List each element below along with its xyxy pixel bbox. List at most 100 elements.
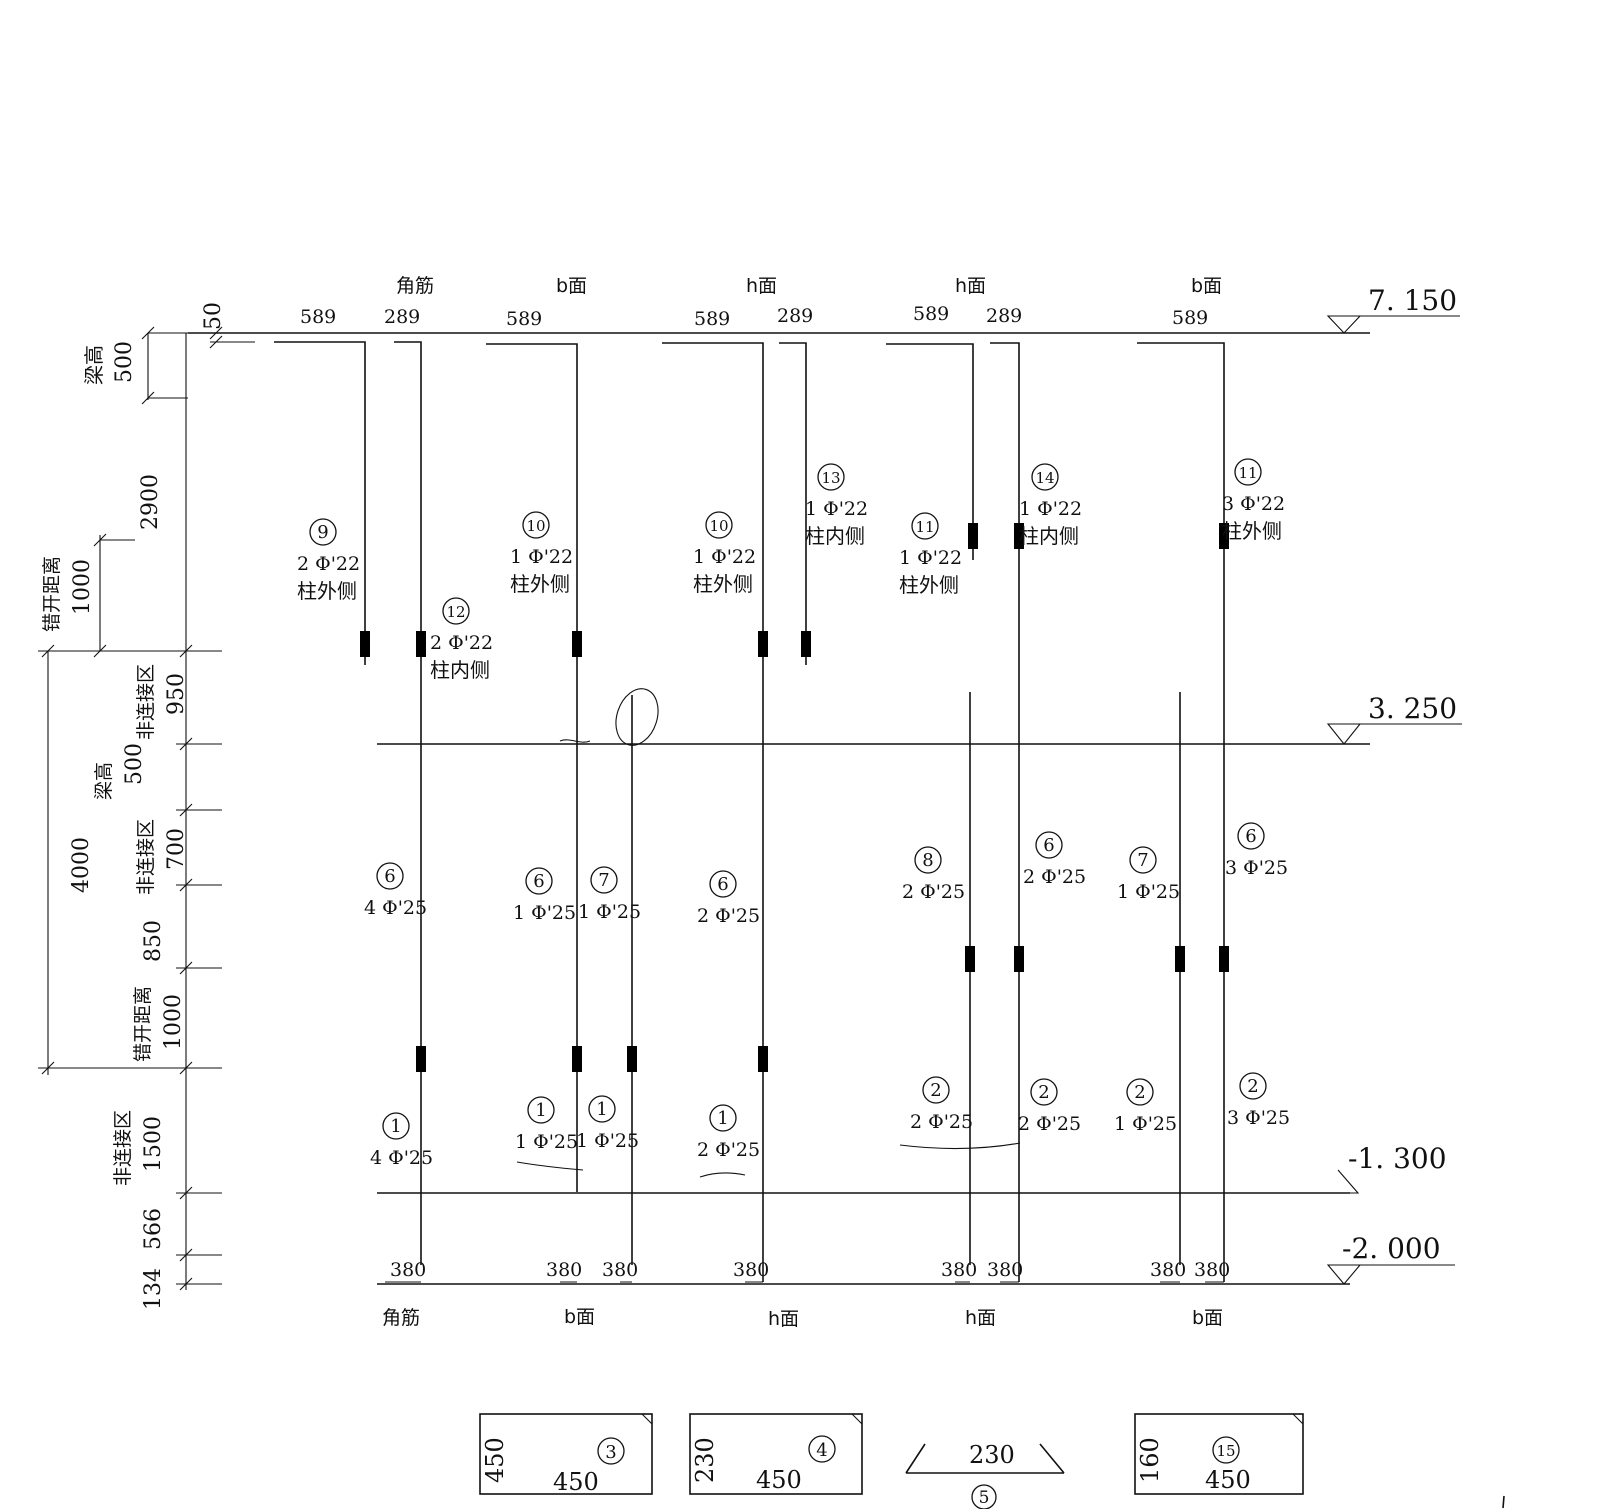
stirrup-5-width: 230 <box>969 1441 1015 1469</box>
elevation-marker-bottom: -2. 000 <box>1326 1232 1455 1285</box>
dim-1000-top: 1000 <box>70 559 95 615</box>
top-face-labels: 角筋 b面 h面 h面 b面 <box>396 275 1222 297</box>
bar-mark-quantity: 1 Φ'25 <box>515 1131 578 1153</box>
bar-mark-number: 1 <box>596 1099 607 1120</box>
coupler <box>801 631 811 657</box>
bar-mark-quantity: 2 Φ'22 <box>297 553 360 575</box>
bar-mark-quantity: 1 Φ'22 <box>510 546 573 568</box>
coupler <box>627 1046 637 1072</box>
bar-mark-circle <box>1031 463 1059 491</box>
bar-mark-m6e: 63 Φ'25 <box>1225 822 1288 879</box>
bar-mark-number: 9 <box>317 522 328 543</box>
bar-mark-circle <box>588 1095 616 1123</box>
bar-mark-m1d: 12 Φ'25 <box>697 1104 760 1161</box>
bar-mark-number: 7 <box>598 870 609 891</box>
bar-mark-circle <box>376 862 404 890</box>
elevation-mid-text: 3. 250 <box>1368 692 1457 725</box>
bar-mark-quantity: 1 Φ'22 <box>805 498 868 520</box>
coupler <box>758 631 768 657</box>
bar-mark-circle <box>1035 831 1063 859</box>
bar-mark-circle <box>382 1112 410 1140</box>
dimension-ticks <box>38 326 255 1291</box>
bar-mark-number: 2 <box>1038 1082 1049 1103</box>
stirrup-15-mark-circle <box>1212 1436 1240 1464</box>
lower-bars <box>385 692 1224 1283</box>
elevation-top-text: 7. 150 <box>1368 284 1457 317</box>
bar-mark-circle <box>1237 822 1265 850</box>
top-length: 589 <box>1172 307 1208 329</box>
bar-mark-number: 11 <box>1238 464 1257 482</box>
bar-mark-circle <box>709 1104 737 1132</box>
dim-1500: 1500 <box>141 1116 166 1172</box>
bar-mark-quantity: 1 Φ'22 <box>899 547 962 569</box>
stirrup-detail-15: 160 450 15 <box>1134 1413 1304 1495</box>
stirrup-15-width: 450 <box>1205 1466 1251 1494</box>
bar-mark-m1c: 1 1 Φ'25 <box>576 1095 639 1152</box>
bottom-length: 380 <box>1194 1259 1230 1281</box>
bar-10b <box>662 342 764 1282</box>
bar-mark-note: 柱内侧 <box>805 524 865 548</box>
top-length: 589 <box>694 308 730 330</box>
stirrup-15-mark: 15 <box>1216 1442 1235 1460</box>
dim-4000: 4000 <box>69 837 94 893</box>
bar-mark-number: 1 <box>390 1116 401 1137</box>
bar-mark-quantity: 2 Φ'25 <box>910 1111 973 1133</box>
bar-mark-note: 柱外侧 <box>899 573 959 597</box>
coupler <box>1014 946 1024 972</box>
top-length: 589 <box>913 303 949 325</box>
bar-mark-quantity: 1 Φ'22 <box>1019 498 1082 520</box>
top-face-label-h1: h面 <box>746 275 777 297</box>
label-noconn-2: 非连接区 <box>135 819 157 895</box>
bar-mark-number: 6 <box>1043 835 1054 856</box>
top-face-label-b2: b面 <box>1191 275 1222 297</box>
hand-drawn-underline <box>516 1161 584 1171</box>
bar-13 <box>779 342 807 665</box>
stirrup-5-mark: 5 <box>979 1488 990 1508</box>
coupler <box>360 631 370 657</box>
bar-mark-number: 13 <box>821 469 840 487</box>
bar-mark-quantity: 2 Φ'22 <box>430 632 493 654</box>
bar-mark-number: 8 <box>922 850 933 871</box>
label-stagger-top: 错开距离 <box>41 556 63 632</box>
bar-mark-quantity: 2 Φ'25 <box>697 1139 760 1161</box>
bar-mark-circle <box>911 512 939 540</box>
dim-134: 134 <box>141 1268 166 1310</box>
bar-mark-quantity: 1 Φ'25 <box>576 1130 639 1152</box>
bar-mark-number: 6 <box>1245 826 1256 847</box>
bottom-length: 380 <box>733 1259 769 1281</box>
dim-700: 700 <box>164 828 189 870</box>
bar-mark-quantity: 2 Φ'25 <box>1018 1113 1081 1135</box>
bar-mark-number: 6 <box>533 871 544 892</box>
bar-mark-quantity: 2 Φ'25 <box>697 905 760 927</box>
bar-mark-circle <box>709 870 737 898</box>
stirrup-4-height: 230 <box>691 1437 719 1483</box>
bar-mark-note: 柱外侧 <box>1222 519 1282 543</box>
stirrup-3-width: 450 <box>553 1468 599 1496</box>
label-stagger-low: 错开距离 <box>132 986 154 1062</box>
dim-500-top: 500 <box>112 341 137 383</box>
stirrup-4-mark-circle <box>808 1435 836 1463</box>
bar-mark-quantity: 2 Φ'25 <box>902 881 965 903</box>
bar-mark-quantity: 1 Φ'25 <box>578 901 641 923</box>
bar-mark-m6d: 62 Φ'25 <box>1023 831 1086 888</box>
bar-mark-quantity: 1 Φ'25 <box>1117 881 1180 903</box>
coupler <box>968 523 978 549</box>
coupler <box>1219 523 1229 549</box>
bar-mark-m7b: 71 Φ'25 <box>1117 846 1180 903</box>
bottom-face-label-corner: 角筋 <box>382 1307 420 1329</box>
bar-mark-m1b: 11 Φ'25 <box>515 1096 578 1153</box>
bar-mark-m6b: 61 Φ'25 <box>513 867 576 924</box>
bar-mark-quantity: 4 Φ'25 <box>370 1147 433 1169</box>
bar-mark-number: 6 <box>717 874 728 895</box>
label-noconn-3: 非连接区 <box>112 1110 134 1186</box>
bar-mark-circle <box>914 846 942 874</box>
bar-mark-number: 2 <box>1134 1082 1145 1103</box>
bar-9 <box>274 341 366 665</box>
bar-14 <box>990 342 1020 1282</box>
bar-mark-m2a: 22 Φ'25 <box>910 1076 973 1133</box>
